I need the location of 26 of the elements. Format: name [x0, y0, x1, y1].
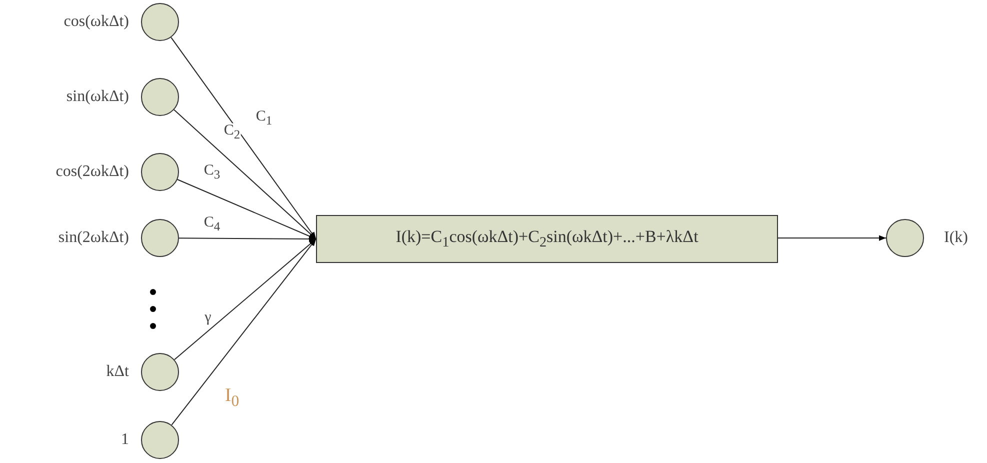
arrow [178, 236, 316, 242]
neuron-circle [141, 78, 179, 116]
formula-text: I(k)=C$_{1}$cos(ωkΔt)+C$_{2}$sin(ωkΔt)+...+B+λkΔt [396, 226, 698, 252]
neuron-circle [886, 219, 924, 257]
arrow [171, 238, 316, 426]
neuron-circle [141, 3, 179, 41]
input-label: sin(2ωkΔt) [58, 229, 129, 247]
input-label: kΔt [106, 363, 129, 381]
input-label: 1 [121, 431, 129, 449]
weight-label: C$_{4}$ [202, 215, 222, 233]
neuron-circle [141, 353, 179, 391]
weight-label: C$_{2}$ [222, 123, 242, 141]
input-label: cos(2ωkΔt) [56, 163, 129, 181]
weight-label: C$_{3}$ [202, 163, 222, 181]
arrow [176, 179, 316, 240]
arrow [778, 235, 886, 241]
neuron-circle [141, 219, 179, 257]
arrow [174, 238, 316, 360]
input-label: cos(ωkΔt) [64, 13, 129, 31]
formula-box [316, 215, 778, 263]
input-label: sin(ωkΔt) [66, 88, 129, 106]
weight-label: C$_{1}$ [254, 109, 274, 127]
neuron-circle [141, 153, 179, 191]
neuron-circle [141, 421, 179, 459]
arrow [170, 36, 316, 240]
input-label: I(k) [944, 229, 968, 247]
